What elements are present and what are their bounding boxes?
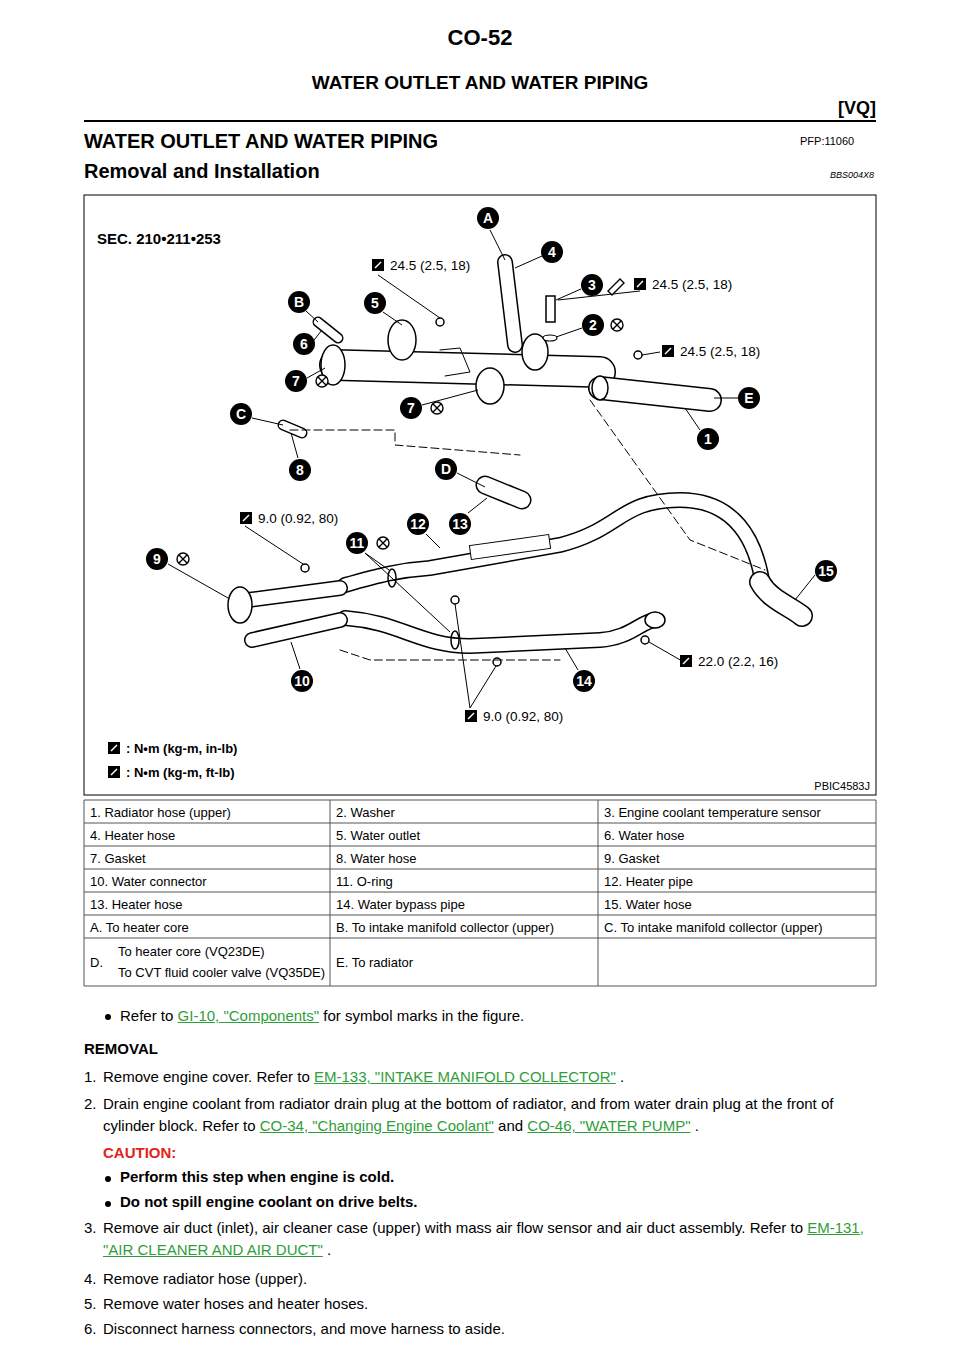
callout-number: 6: [293, 333, 315, 355]
torque-spec: 24.5 (2.5, 18): [678, 344, 762, 359]
cross-reference-link: CO-46, "WATER PUMP": [527, 1117, 690, 1134]
bullet-dot: [105, 1176, 111, 1182]
callout-letter: D: [435, 458, 457, 480]
text-run: and: [498, 1117, 523, 1134]
callout-number: 10: [291, 670, 313, 692]
callout-number: 9: [146, 548, 168, 570]
callout-number: 2: [582, 314, 604, 336]
table-cell: 7. Gasket: [90, 850, 146, 865]
callout-number: 7: [400, 397, 422, 419]
bullet-dot: [105, 1201, 111, 1207]
callout-number: 13: [449, 513, 471, 535]
text-run: Refer to: [120, 1007, 173, 1024]
table-cell: 8. Water hose: [336, 850, 416, 865]
step-text: Remove engine cover. Refer toEM-133, "IN…: [103, 1066, 878, 1088]
caution-heading: CAUTION:: [103, 1144, 176, 1161]
step-number: 2.: [84, 1093, 97, 1115]
text-run: .: [695, 1117, 699, 1134]
torque-spec: 9.0 (0.92, 80): [481, 709, 565, 724]
table-cell: To heater core (VQ23DE): [118, 944, 265, 959]
step-number: 1.: [84, 1066, 97, 1088]
part-code: PFP:11060: [800, 135, 854, 147]
table-cell: 3. Engine coolant temperature sensor: [604, 804, 821, 819]
callout-letter: C: [230, 403, 252, 425]
callout-letter: E: [738, 387, 760, 409]
cross-reference-link: GI-10, "Components": [178, 1007, 320, 1024]
section-heading: REMOVAL: [84, 1038, 158, 1060]
leader-lines: [168, 230, 815, 708]
table-cell: 11. O-ring: [336, 873, 393, 888]
callout-number: 3: [581, 274, 603, 296]
torque-spec: 24.5 (2.5, 18): [388, 258, 472, 273]
table-cell: D.: [90, 955, 103, 970]
text-run: .: [327, 1241, 331, 1258]
torque-symbols: [108, 259, 692, 778]
table-cell: 5. Water outlet: [336, 827, 420, 842]
table-cell: 4. Heater hose: [90, 827, 175, 842]
table-cell: 2. Washer: [336, 804, 395, 819]
step-number: 3.: [84, 1217, 97, 1239]
legend-text: : N•m (kg-m, ft-lb): [126, 765, 235, 780]
step-number: 6.: [84, 1318, 97, 1340]
callout-number: 1: [697, 428, 719, 450]
table-cell: 9. Gasket: [604, 850, 660, 865]
subsection-heading: Removal and Installation: [84, 160, 320, 183]
table-cell: C. To intake manifold collector (upper): [604, 919, 823, 934]
text-run: for symbol marks in the figure.: [323, 1007, 524, 1024]
table-cell: 13. Heater hose: [90, 896, 183, 911]
bullet-dot: [105, 1014, 111, 1020]
figure-code: PBIC4583J: [814, 780, 870, 792]
torque-symbol-marks: [111, 262, 689, 775]
caution-text: Perform this step when engine is cold.: [120, 1166, 394, 1188]
callout-number: 8: [289, 459, 311, 481]
do-not-reuse-symbols: [177, 319, 623, 565]
table-cell: 6. Water hose: [604, 827, 684, 842]
callout-number: 12: [407, 513, 429, 535]
table-cell: E. To radiator: [336, 955, 413, 970]
callout-number: 5: [364, 292, 386, 314]
step-text: Remove water hoses and heater hoses.: [103, 1293, 368, 1315]
section-number: SEC. 210•211•253: [97, 230, 221, 247]
callout-letter: B: [288, 291, 310, 313]
reference-code: BBS004X8: [830, 170, 874, 180]
cross-reference-link: EM-133, "INTAKE MANIFOLD COLLECTOR": [314, 1068, 616, 1085]
step-text: Disconnect harness connectors, and move …: [103, 1318, 505, 1340]
note-text: Refer to GI-10, "Components"for symbol ma…: [120, 1005, 860, 1027]
callout-number: 4: [541, 241, 563, 263]
callout-number: 7: [285, 370, 307, 392]
table-cell: 15. Water hose: [604, 896, 692, 911]
page-title: WATER OUTLET AND WATER PIPING: [312, 72, 648, 94]
text-run: Remove engine cover. Refer to: [103, 1068, 310, 1085]
table-cell: B. To intake manifold collector (upper): [336, 919, 554, 934]
parts-table-grid: [84, 800, 876, 986]
table-cell: 10. Water connector: [90, 873, 207, 888]
section-heading: WATER OUTLET AND WATER PIPING: [84, 130, 438, 153]
table-cell: 1. Radiator hose (upper): [90, 804, 231, 819]
section-tag: [VQ]: [838, 98, 876, 119]
table-cell: 14. Water bypass pipe: [336, 896, 465, 911]
callout-letter: A: [477, 207, 499, 229]
step-text: Drain engine coolant from radiator drain…: [103, 1093, 878, 1137]
text-run: .: [620, 1068, 624, 1085]
step-text: Remove radiator hose (upper).: [103, 1268, 307, 1290]
callout-number: 14: [573, 670, 595, 692]
callout-number: 11: [346, 532, 368, 554]
table-cell: To CVT fluid cooler valve (VQ35DE): [118, 965, 325, 980]
table-cell: A. To heater core: [90, 919, 189, 934]
step-number: 4.: [84, 1268, 97, 1290]
legend-text: : N•m (kg-m, in-lb): [126, 741, 237, 756]
step-number: 5.: [84, 1293, 97, 1315]
sealant-symbol: [608, 279, 624, 295]
caution-text: Do not spill engine coolant on drive bel…: [120, 1191, 418, 1213]
torque-spec: 22.0 (2.2, 16): [696, 654, 780, 669]
callout-number: 15: [815, 560, 837, 582]
text-run: Remove air duct (inlet), air cleaner cas…: [103, 1219, 803, 1236]
torque-spec: 9.0 (0.92, 80): [256, 511, 340, 526]
torque-spec: 24.5 (2.5, 18): [650, 277, 734, 292]
step-text: Remove air duct (inlet), air cleaner cas…: [103, 1217, 878, 1261]
page-number: CO-52: [448, 25, 513, 51]
cross-reference-link: CO-34, "Changing Engine Coolant": [260, 1117, 494, 1134]
table-cell: 12. Heater pipe: [604, 873, 693, 888]
